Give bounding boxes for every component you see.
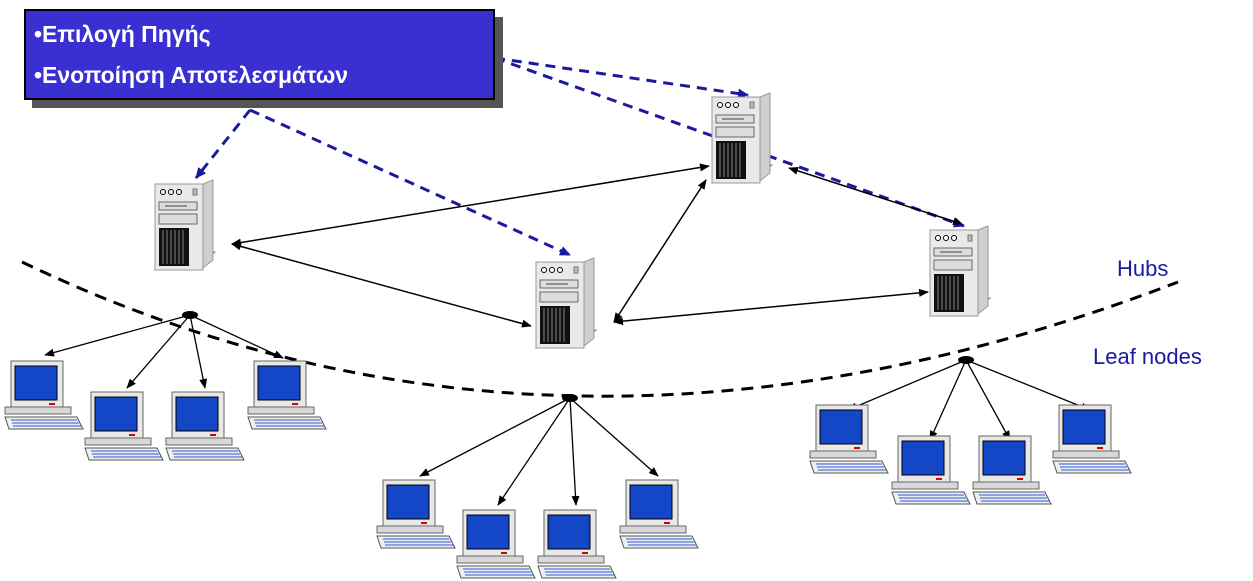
leaf-computer-icon xyxy=(972,435,1052,505)
hub-1-leaf-links xyxy=(44,314,284,389)
leaf-computer-icon xyxy=(247,360,327,430)
hub-1-port-icon xyxy=(182,311,198,319)
leaf-computer-icon xyxy=(4,360,84,430)
hub-4-server-icon xyxy=(929,225,991,317)
mediator-callout-box: •Επιλογή Πηγής •Ενοποίηση Αποτελεσμάτων xyxy=(24,9,495,100)
hub-3-server-icon xyxy=(711,92,773,184)
leaf-computer-icon xyxy=(165,391,245,461)
leaf-nodes-label: Leaf nodes xyxy=(1093,344,1202,369)
leaf-computer-icon xyxy=(376,479,456,549)
hub-4-leaf-links xyxy=(847,359,1091,441)
hub-2-server-icon xyxy=(535,257,597,349)
leaf-computer-icon xyxy=(1052,404,1132,474)
hub-leaf-separator xyxy=(21,260,1179,398)
leaf-computer-icon xyxy=(84,391,164,461)
hub-2-leaf-links xyxy=(419,397,659,506)
leaf-computer-icon xyxy=(456,509,536,579)
hub-4-port-icon xyxy=(958,356,974,364)
leaf-computer-icon xyxy=(891,435,971,505)
callout-line-result-merging: •Ενοποίηση Αποτελεσμάτων xyxy=(34,62,349,88)
callout-line-source-selection: •Επιλογή Πηγής xyxy=(34,21,211,47)
hub-1-server-icon xyxy=(154,179,216,271)
hubs-label: Hubs xyxy=(1117,256,1169,281)
leaf-computer-icon xyxy=(537,509,617,579)
hub-2-port-icon xyxy=(562,394,578,402)
hub-links xyxy=(231,163,963,328)
leaf-computer-icon xyxy=(809,404,889,474)
leaf-computer-icon xyxy=(619,479,699,549)
